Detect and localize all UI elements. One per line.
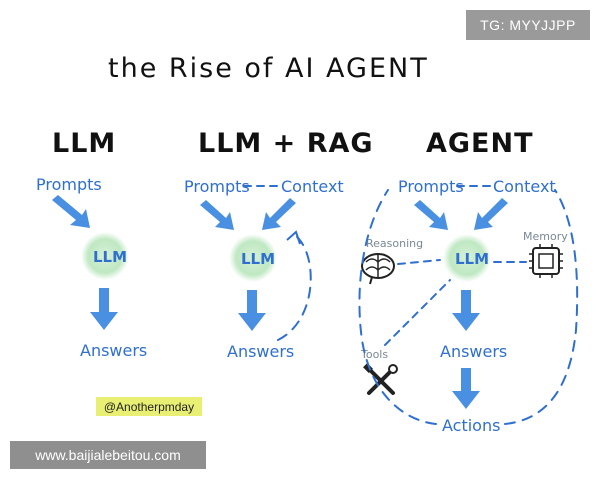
arrow-down-icon — [90, 288, 118, 330]
col3-outer-loop-right — [504, 189, 579, 425]
arrow-down-icon — [452, 368, 480, 409]
col3-context-label: Context — [493, 177, 556, 196]
col3-reasoning-link — [397, 259, 441, 265]
llm-glow-icon — [443, 234, 491, 282]
col2-llm-label: LLM — [241, 250, 275, 268]
arrow-diagonal-icon — [474, 198, 508, 230]
arrow-down-icon — [238, 290, 266, 331]
col3-llm-label: LLM — [455, 250, 489, 268]
col2-feedback-loop — [277, 235, 312, 341]
heading-llm: LLM — [52, 128, 116, 159]
heading-llm-rag: LLM + RAG — [198, 128, 374, 159]
col3-actions-label: Actions — [442, 416, 500, 435]
col3-memory-label: Memory — [523, 230, 568, 243]
col3-tools-label: Tools — [360, 348, 388, 361]
col1-answers-label: Answers — [80, 341, 147, 360]
arrow-down-icon — [452, 290, 480, 331]
col2-answers-label: Answers — [227, 342, 294, 361]
telegram-watermark-badge: TG: MYYJJPP — [466, 10, 590, 40]
arrow-diagonal-icon — [262, 198, 296, 230]
arrow-diagonal-icon — [414, 200, 448, 230]
brain-icon — [361, 253, 395, 285]
col2-prompts-label: Prompts — [184, 177, 250, 196]
col3-reasoning-label: Reasoning — [366, 237, 423, 250]
arrow-diagonal-icon — [200, 200, 234, 230]
author-handle-tag: @Anotherpmday — [96, 397, 202, 416]
col3-prompts-label: Prompts — [398, 177, 464, 196]
col3-tools-link — [384, 279, 451, 346]
tools-icon — [363, 363, 398, 395]
site-watermark: www.baijialebeitou.com — [10, 441, 206, 469]
chip-icon — [529, 244, 563, 278]
col1-prompts-label: Prompts — [36, 175, 102, 194]
col1-llm-label: LLM — [93, 248, 127, 266]
diagram-title: the Rise of AI AGENT — [108, 53, 429, 84]
heading-agent: AGENT — [426, 128, 534, 159]
llm-glow-icon — [81, 232, 129, 280]
col3-answers-label: Answers — [440, 342, 507, 361]
arrow-diagonal-icon — [52, 195, 90, 228]
col2-context-label: Context — [281, 177, 344, 196]
llm-glow-icon — [229, 234, 277, 282]
arrow-diagonal-icon — [286, 230, 301, 245]
